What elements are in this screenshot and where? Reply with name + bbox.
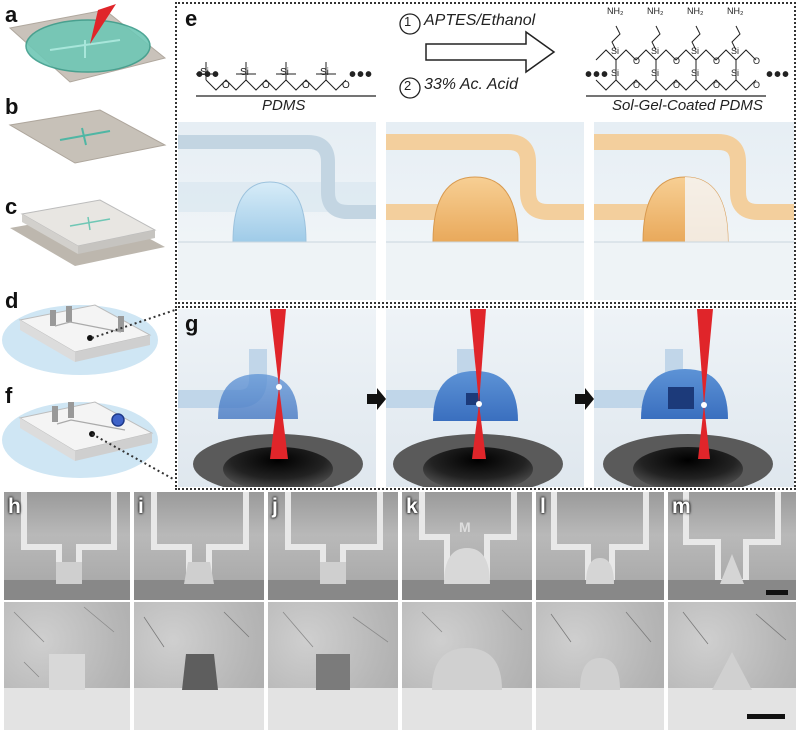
panel-c-illustration: [10, 199, 165, 266]
pdms-o-1: O: [222, 80, 230, 91]
panel-d-illustration: [2, 304, 158, 375]
render-e1: [178, 122, 376, 300]
render-g1: [178, 309, 376, 487]
panel-label-c: c: [5, 194, 18, 219]
sem-bot-h: [4, 602, 130, 730]
solgel-si-bot-4: Si: [731, 68, 740, 78]
pdms-o-2: O: [262, 80, 270, 91]
panel-g-renders: [178, 309, 794, 487]
solgel-si-top-2: Si: [651, 46, 660, 56]
render-g2: [386, 309, 584, 487]
solgel-o-top-2: O: [673, 56, 681, 66]
solgel-si-top-1: Si: [611, 46, 620, 56]
render-e3: [594, 122, 794, 300]
render-g3: [594, 309, 794, 487]
panel-label-f: f: [5, 383, 13, 408]
nh2-4: NH₂: [727, 6, 744, 16]
nh2-2: NH₂: [647, 6, 664, 16]
pdms-ellipsis-right: •••: [349, 64, 374, 86]
svg-text:M: M: [459, 519, 471, 535]
pdms-label: PDMS: [262, 97, 306, 114]
panel-label-a: a: [5, 2, 18, 27]
scale-bar-top: [766, 590, 788, 595]
panel-g-frame: [175, 306, 796, 490]
sem-bot-m: [668, 602, 796, 730]
pdms-si-4: Si: [320, 67, 329, 78]
step2-number: 2: [404, 78, 412, 93]
pdms-o-4: O: [342, 80, 350, 91]
scale-bar-bottom: [747, 714, 785, 719]
panel-label-k: k: [406, 495, 418, 518]
sem-bot-j: [268, 602, 398, 730]
solgel-chain: [586, 25, 766, 97]
nh2-1: NH₂: [607, 6, 624, 16]
solgel-o-bot-1: O: [633, 80, 641, 90]
left-column-illustrations: [2, 4, 175, 481]
pdms-ellipsis-left: •••: [196, 64, 221, 86]
panel-e-frame: [175, 2, 796, 304]
pdms-si-1: Si: [200, 67, 209, 78]
chemistry-scheme: [196, 13, 766, 99]
panel-label-e: e: [185, 6, 198, 31]
solgel-o-top-4: O: [753, 56, 761, 66]
solgel-o-bot-4: O: [753, 80, 761, 90]
panel-label-b: b: [5, 94, 19, 119]
pdms-chain: [196, 62, 376, 97]
step2-circle: [399, 77, 421, 99]
nh2-3: NH₂: [687, 6, 704, 16]
solgel-si-top-3: Si: [691, 46, 700, 56]
sem-top-i: [134, 492, 264, 600]
reaction-arrow: [425, 30, 556, 74]
sem-top-h: [4, 492, 130, 600]
step2-label: 33% Ac. Acid: [424, 76, 518, 93]
step1-label: APTES/Ethanol: [424, 12, 536, 29]
solgel-si-bot-2: Si: [651, 68, 660, 78]
pdms-o-3: O: [302, 80, 310, 91]
panel-label-d: d: [5, 288, 19, 313]
panel-label-i: i: [138, 495, 144, 518]
step1-number: 1: [404, 14, 412, 29]
sequence-arrow-2: [575, 388, 594, 410]
sem-bot-k: [402, 602, 532, 730]
panel-label-g: g: [185, 311, 199, 336]
sequence-arrow-1: [367, 388, 386, 410]
sem-top-l: [536, 492, 664, 600]
render-e2: [386, 122, 584, 300]
solgel-si-bot-3: Si: [691, 68, 700, 78]
solgel-ellipsis-left: •••: [585, 64, 610, 86]
step1-circle: [399, 13, 421, 35]
panel-e-renders: [178, 122, 794, 300]
panel-label-j: j: [272, 495, 278, 518]
panel-f-illustration: [2, 401, 158, 478]
sem-top-m: [668, 492, 796, 600]
panel-a-illustration: [8, 4, 167, 83]
solgel-o-top-1: O: [633, 56, 641, 66]
panel-label-l: l: [540, 495, 546, 518]
solgel-o-bot-2: O: [673, 80, 681, 90]
sem-top-j: [268, 492, 398, 600]
sem-bot-l: [536, 602, 664, 730]
solgel-o-bot-3: O: [713, 80, 721, 90]
sem-bot-i: [134, 602, 264, 730]
pdms-si-2: Si: [240, 67, 249, 78]
solgel-o-top-3: O: [713, 56, 721, 66]
solgel-label: Sol-Gel-Coated PDMS: [612, 97, 763, 114]
panel-label-m: m: [672, 495, 691, 518]
panel-b-illustration: [8, 109, 167, 164]
panel-label-h: h: [8, 495, 21, 518]
pdms-si-3: Si: [280, 67, 289, 78]
solgel-ellipsis-right: •••: [766, 64, 791, 86]
solgel-si-bot-1: Si: [611, 68, 620, 78]
solgel-si-top-4: Si: [731, 46, 740, 56]
sem-top-k: M: [402, 492, 532, 600]
